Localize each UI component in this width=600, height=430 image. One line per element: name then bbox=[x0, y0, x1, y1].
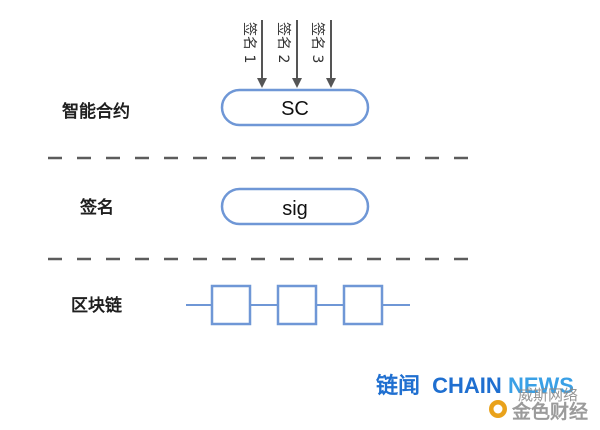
chainnews-watermark: 链闻 CHAIN NEWS bbox=[376, 373, 574, 398]
smart-contract-pill bbox=[220, 88, 370, 127]
chainnews-brand-cn: 链闻 bbox=[376, 373, 420, 398]
jinse-overlay-big: 金色财经 bbox=[511, 400, 588, 423]
row-label-signature: 签名 bbox=[79, 197, 114, 218]
gold-coin-logo-icon bbox=[489, 400, 507, 418]
signature-arrow-2: 签名 2 bbox=[275, 20, 302, 88]
chain-block-1 bbox=[210, 284, 252, 326]
signature-arrow-1-label: 签名 1 bbox=[241, 22, 258, 63]
row-label-blockchain: 区块链 bbox=[71, 295, 123, 316]
signature-arrow-1: 签名 1 bbox=[241, 20, 267, 88]
jinse-overlay-small: 威斯网络 bbox=[518, 386, 578, 404]
signature-pill-text: sig bbox=[282, 198, 308, 220]
signature-arrow-3: 签名 3 bbox=[309, 20, 336, 88]
signature-arrow-group: 签名 1 签名 2 签名 3 bbox=[241, 20, 336, 88]
blockchain-chain bbox=[186, 284, 410, 326]
chainnews-brand-news: NEWS bbox=[508, 373, 574, 398]
chain-block-3 bbox=[342, 284, 384, 326]
chainnews-brand-text: 链闻 CHAIN NEWS bbox=[376, 373, 574, 398]
signature-pill bbox=[220, 187, 370, 226]
chainnews-brand-chain: CHAIN bbox=[432, 373, 502, 398]
chain-block-2 bbox=[276, 284, 318, 326]
signature-arrow-3-label: 签名 3 bbox=[309, 22, 326, 63]
row-label-smart-contract: 智能合约 bbox=[62, 101, 130, 122]
smart-contract-pill-text: SC bbox=[281, 98, 309, 120]
jinse-watermark: 威斯网络 金色财经 bbox=[489, 386, 588, 423]
signature-arrow-2-label: 签名 2 bbox=[275, 22, 292, 63]
